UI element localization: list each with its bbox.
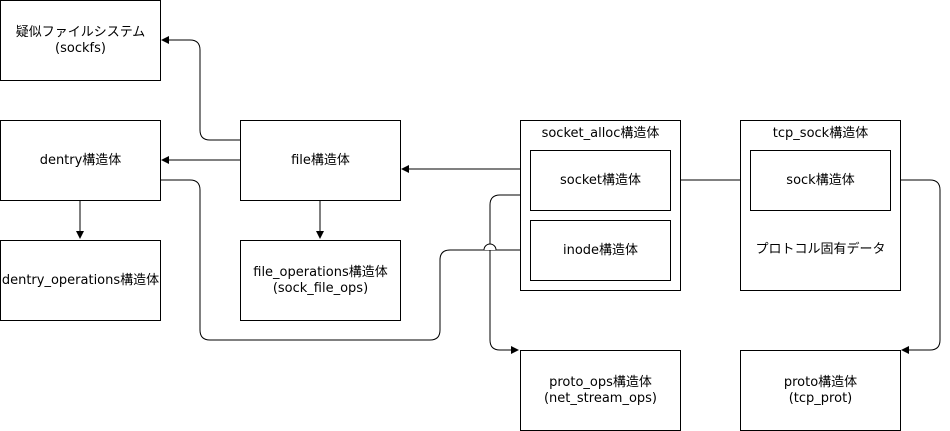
file-operations-node: file_operations構造体 (sock_file_ops)	[240, 240, 401, 321]
proto-ops-label: proto_ops構造体	[549, 374, 652, 390]
proto-ops-node: proto_ops構造体 (net_stream_ops)	[520, 350, 681, 431]
inode-node: inode構造体	[530, 220, 671, 281]
dentry-node: dentry構造体	[0, 120, 161, 201]
dentry-operations-node: dentry_operations構造体	[0, 240, 161, 321]
file-operations-sublabel: (sock_file_ops)	[272, 280, 369, 296]
inode-label: inode構造体	[562, 242, 639, 258]
protocol-data-label: プロトコル固有データ	[755, 242, 886, 257]
pseudo-filesystem-sublabel: (sockfs)	[55, 40, 106, 56]
socket-label: socket構造体	[559, 172, 642, 188]
socket-alloc-title: socket_alloc構造体	[541, 126, 660, 141]
dentry-operations-label: dentry_operations構造体	[1, 272, 160, 288]
edge-file-to-pseudo-fs	[161, 36, 240, 141]
proto-ops-sublabel: (net_stream_ops)	[543, 390, 657, 406]
proto-sublabel: (tcp_prot)	[788, 390, 853, 406]
proto-label: proto構造体	[783, 374, 858, 390]
line-jump	[483, 243, 497, 251]
file-node: file構造体	[240, 120, 401, 201]
pseudo-filesystem-node: 疑似ファイルシステム (sockfs)	[0, 0, 161, 81]
edge-socket-to-proto-ops	[489, 194, 530, 354]
file-operations-label: file_operations構造体	[253, 264, 388, 280]
sock-label: sock構造体	[786, 172, 855, 188]
edge-sock-to-proto	[890, 179, 941, 354]
tcp-sock-title: tcp_sock構造体	[772, 126, 869, 141]
sock-node: sock構造体	[750, 150, 891, 211]
file-label: file構造体	[291, 152, 350, 168]
socket-node: socket構造体	[530, 150, 671, 211]
edge-dentry-to-inode	[160, 179, 529, 341]
dentry-label: dentry構造体	[39, 152, 122, 168]
pseudo-filesystem-label: 疑似ファイルシステム	[15, 24, 146, 40]
proto-node: proto構造体 (tcp_prot)	[740, 350, 901, 431]
